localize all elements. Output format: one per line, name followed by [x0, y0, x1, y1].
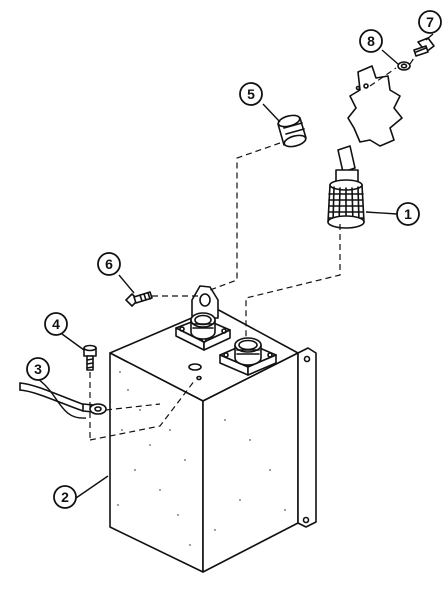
callout-2: 2	[53, 485, 77, 509]
dust-cap	[277, 114, 307, 148]
junction-box	[109, 307, 299, 573]
callout-1: 1	[396, 202, 420, 226]
callout-2-label: 2	[61, 489, 69, 505]
callout-3-label: 3	[34, 361, 42, 377]
screw-6	[125, 291, 153, 307]
callout-7: 7	[418, 10, 442, 34]
mounting-flange	[297, 347, 317, 528]
receptacle-front	[219, 337, 277, 376]
callout-4: 4	[44, 312, 68, 336]
screw-4	[83, 344, 97, 371]
washer-8	[397, 61, 411, 71]
box-shading	[117, 371, 286, 546]
callout-8-label: 8	[367, 33, 375, 49]
screw-7	[413, 37, 435, 57]
callout-6-label: 6	[105, 256, 113, 272]
callout-1-label: 1	[404, 206, 412, 222]
callout-5-label: 5	[247, 86, 255, 102]
callout-5: 5	[239, 82, 263, 106]
alignment-lines	[89, 54, 417, 441]
callout-4-label: 4	[52, 316, 60, 332]
mounting-bracket-section	[347, 65, 403, 147]
connector-plug	[327, 145, 365, 229]
callout-3: 3	[26, 357, 50, 381]
callout-6: 6	[97, 252, 121, 276]
callout-8: 8	[359, 29, 383, 53]
receptacle-rear	[175, 312, 231, 351]
callout-7-label: 7	[426, 14, 434, 30]
leader-lines	[37, 33, 434, 499]
ground-screw-hole	[188, 363, 202, 381]
ground-strap	[19, 382, 107, 415]
